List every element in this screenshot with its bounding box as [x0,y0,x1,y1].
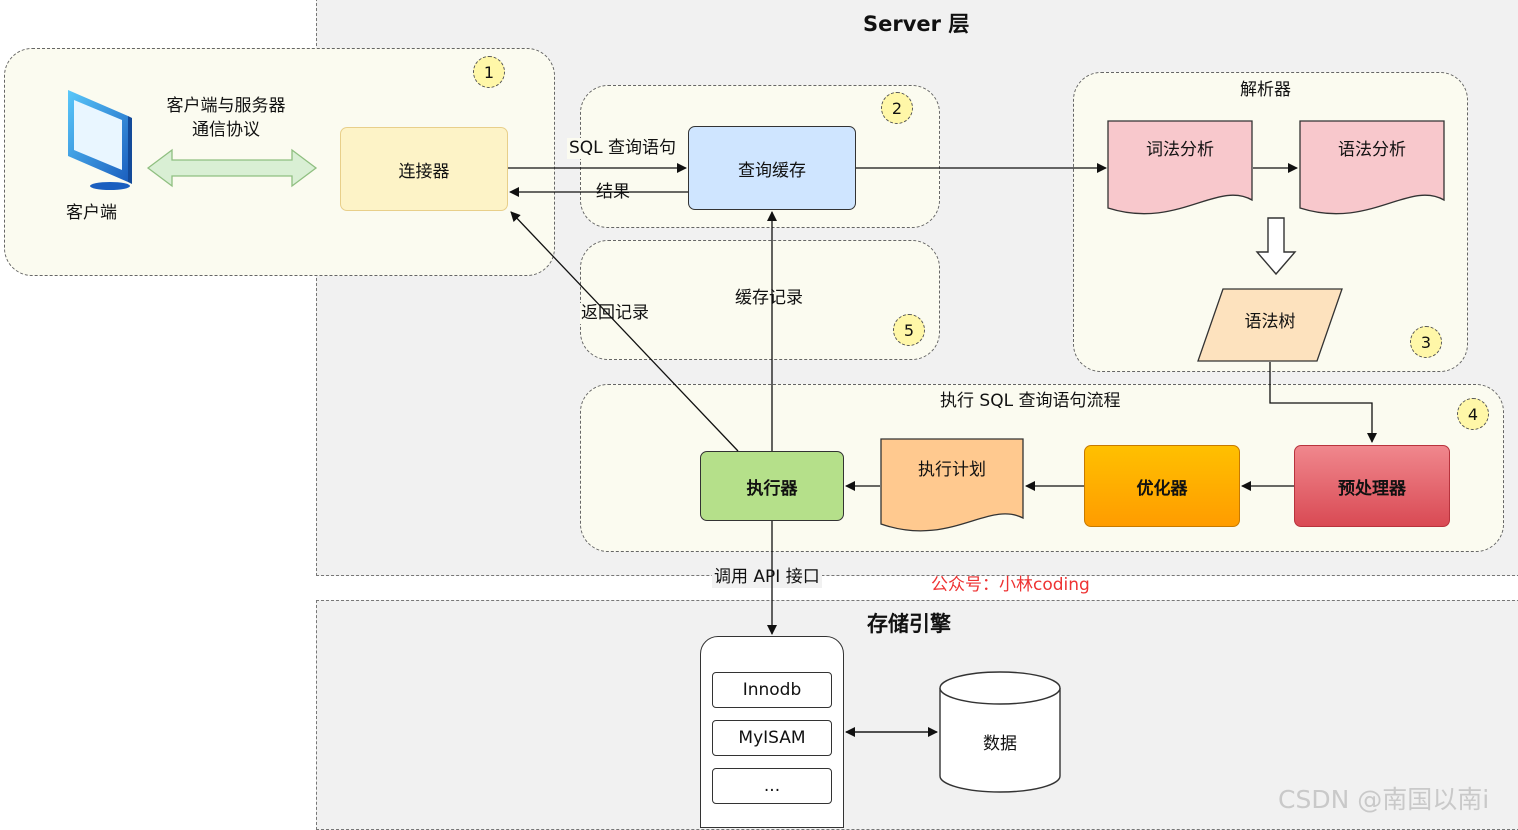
syntax-tree-node[interactable]: 语法树 [1197,288,1343,362]
query-cache-box[interactable]: 查询缓存 [688,126,856,210]
badge-3: 3 [1410,326,1442,358]
engine-more[interactable]: ... [712,768,832,804]
edge-label-sql-query: SQL 查询语句 [567,138,679,160]
syntax-tree-label: 语法树 [1244,312,1296,332]
data-label: 数据 [983,734,1017,754]
lexical-analysis-node[interactable]: 词法分析 [1107,120,1253,218]
watermark-public: 公众号：小林coding [931,575,1090,595]
storage-layer [316,600,1518,830]
parser-title: 解析器 [1240,80,1291,100]
execution-plan-node[interactable]: 执行计划 [880,438,1024,534]
edge-label-call-api: 调用 API 接口 [712,567,822,589]
badge-1: 1 [473,56,505,88]
edge-label-result: 结果 [594,182,632,204]
protocol-label-line2: 通信协议 [192,120,260,140]
protocol-label-line1: 客户端与服务器 [166,96,286,116]
execution-flow-title: 执行 SQL 查询语句流程 [940,391,1121,411]
executor-box[interactable]: 执行器 [700,451,844,521]
connector-box[interactable]: 连接器 [340,127,508,211]
badge-2: 2 [881,92,913,124]
data-cylinder-icon[interactable]: 数据 [939,670,1061,794]
syntax-analysis-label: 语法分析 [1338,140,1406,160]
engine-myisam[interactable]: MyISAM [712,720,832,756]
badge-5: 5 [893,314,925,346]
edge-label-return-record: 返回记录 [580,303,650,325]
server-layer-title: Server 层 [863,12,970,36]
lexical-analysis-label: 词法分析 [1146,140,1214,160]
watermark-csdn: CSDN @南国以南i [1278,785,1490,814]
engine-innodb[interactable]: Innodb [712,672,832,708]
monitor-icon [62,86,134,192]
client-label: 客户端 [66,203,117,223]
badge-4: 4 [1457,398,1489,430]
storage-layer-title: 存储引擎 [867,612,951,636]
syntax-analysis-node[interactable]: 语法分析 [1299,120,1445,218]
execution-plan-label: 执行计划 [918,460,986,480]
optimizer-box[interactable]: 优化器 [1084,445,1240,527]
preprocessor-box[interactable]: 预处理器 [1294,445,1450,527]
edge-label-cache-record: 缓存记录 [733,288,805,310]
